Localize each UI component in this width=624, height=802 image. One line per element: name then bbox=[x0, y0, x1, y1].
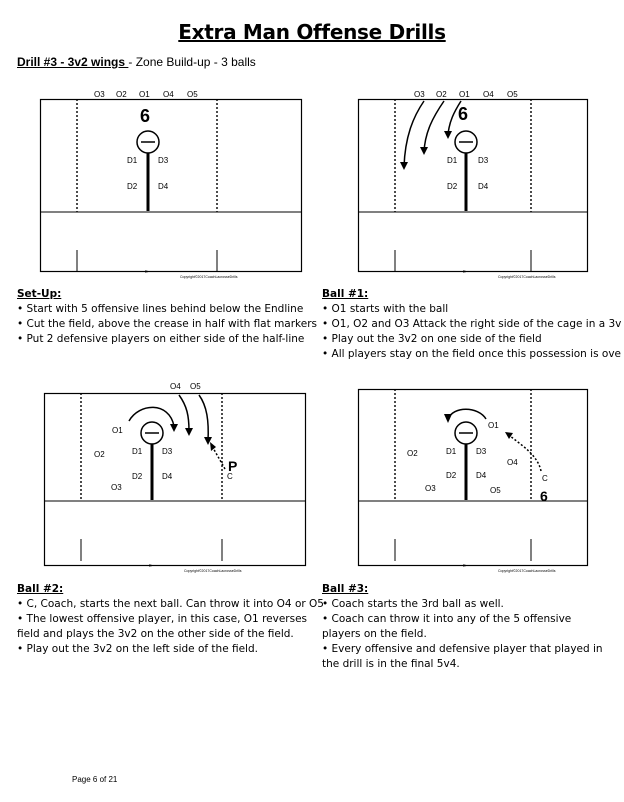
label-d1: D1 bbox=[132, 447, 143, 456]
label-d3: D3 bbox=[162, 447, 173, 456]
ball1-line: • O1, O2 and O3 Attack the right side of… bbox=[322, 318, 622, 330]
label-d4: D4 bbox=[478, 182, 489, 191]
ball1-line: • All players stay on the field once thi… bbox=[322, 348, 621, 360]
label-o4: O4 bbox=[170, 382, 181, 391]
copyright: Copyright©2017CoachLacrosseDrills bbox=[180, 275, 238, 279]
svg-text:x: x bbox=[149, 563, 152, 569]
ball2-line: • The lowest offensive player, in this c… bbox=[17, 613, 308, 640]
ball3-heading: Ball #3: bbox=[322, 583, 369, 595]
label-d1: D1 bbox=[127, 156, 138, 165]
label-o4: O4 bbox=[483, 90, 494, 99]
field-diagram-ball3: x O1 O2 D1 D3 O4 D2 D4 O3 O5 C 6 Copyrig… bbox=[357, 381, 589, 574]
field-diagram-ball2: x O4 O5 O1 O2 D1 D3 D2 D4 O3 C P Copyrig… bbox=[43, 381, 307, 574]
label-o5: O5 bbox=[187, 90, 198, 99]
ball3-block: Ball #3: • Coach starts the 3rd ball as … bbox=[322, 582, 612, 672]
label-d2: D2 bbox=[447, 182, 458, 191]
label-coach: C bbox=[542, 474, 548, 483]
handwritten-mark: 6 bbox=[458, 104, 468, 124]
label-d4: D4 bbox=[158, 182, 169, 191]
label-d4: D4 bbox=[162, 472, 173, 481]
copyright: Copyright©2017CoachLacrosseDrills bbox=[498, 569, 556, 573]
label-d2: D2 bbox=[127, 182, 138, 191]
ball3-line: • Coach starts the 3rd ball as well. bbox=[322, 598, 504, 610]
field-diagram-setup: x O3 O2 O1 O4 O5 6 D1 D3 D2 D4 Copyright… bbox=[39, 87, 303, 280]
label-d3: D3 bbox=[476, 447, 487, 456]
ball1-line: • O1 starts with the ball bbox=[322, 303, 449, 315]
label-d2: D2 bbox=[132, 472, 143, 481]
handwritten-mark: P bbox=[228, 458, 237, 474]
label-o5: O5 bbox=[490, 486, 501, 495]
handwritten-mark: 6 bbox=[140, 106, 150, 126]
label-o1: O1 bbox=[139, 90, 150, 99]
setup-line: • Cut the field, above the crease in hal… bbox=[17, 318, 317, 330]
label-o5: O5 bbox=[507, 90, 518, 99]
label-d2: D2 bbox=[446, 471, 457, 480]
label-d3: D3 bbox=[478, 156, 489, 165]
ball2-block: Ball #2: • C, Coach, starts the next bal… bbox=[17, 582, 324, 657]
label-o5: O5 bbox=[190, 382, 201, 391]
label-o3: O3 bbox=[94, 90, 105, 99]
label-coach: C bbox=[227, 472, 233, 481]
setup-line: • Put 2 defensive players on either side… bbox=[17, 333, 305, 345]
handwritten-mark: 6 bbox=[540, 488, 548, 504]
label-o3: O3 bbox=[425, 484, 436, 493]
copyright: Copyright©2017CoachLacrosseDrills bbox=[184, 569, 242, 573]
setup-heading: Set-Up: bbox=[17, 288, 62, 300]
label-d1: D1 bbox=[446, 447, 457, 456]
setup-line: • Start with 5 offensive lines behind be… bbox=[17, 303, 304, 315]
label-o1: O1 bbox=[488, 421, 499, 430]
field-diagram-ball1: x O3 O2 O1 O4 O5 6 D1 D3 D2 D4 Copyright… bbox=[357, 87, 589, 280]
label-o1: O1 bbox=[112, 426, 123, 435]
label-o1: O1 bbox=[459, 90, 470, 99]
ball3-line: • Coach can throw it into any of the 5 o… bbox=[322, 613, 572, 640]
drill-description: - Zone Build-up - 3 balls bbox=[128, 55, 256, 69]
copyright: Copyright©2017CoachLacrosseDrills bbox=[498, 275, 556, 279]
ball2-heading: Ball #2: bbox=[17, 583, 64, 595]
label-d3: D3 bbox=[158, 156, 169, 165]
page-number: Page 6 of 21 bbox=[72, 775, 118, 784]
svg-text:x: x bbox=[463, 269, 466, 275]
page-title: Extra Man Offense Drills bbox=[178, 20, 446, 44]
svg-text:x: x bbox=[145, 269, 148, 275]
label-d1: D1 bbox=[447, 156, 458, 165]
drill-name: Drill #3 - 3v2 wings bbox=[17, 55, 129, 69]
svg-text:x: x bbox=[463, 563, 466, 569]
label-o3: O3 bbox=[111, 483, 122, 492]
setup-block: Set-Up: • Start with 5 offensive lines b… bbox=[17, 287, 317, 347]
ball1-heading: Ball #1: bbox=[322, 288, 369, 300]
label-d4: D4 bbox=[476, 471, 487, 480]
ball3-line: • Every offensive and defensive player t… bbox=[322, 643, 603, 670]
ball2-line: • C, Coach, starts the next ball. Can th… bbox=[17, 598, 324, 610]
label-o3: O3 bbox=[414, 90, 425, 99]
label-o4: O4 bbox=[507, 458, 518, 467]
ball1-line: • Play out the 3v2 on one side of the fi… bbox=[322, 333, 542, 345]
label-o2: O2 bbox=[436, 90, 447, 99]
label-o4: O4 bbox=[163, 90, 174, 99]
ball1-block: Ball #1: • O1 starts with the ball • O1,… bbox=[322, 287, 622, 362]
label-o2: O2 bbox=[407, 449, 418, 458]
drill-subtitle: Drill #3 - 3v2 wings - Zone Build-up - 3… bbox=[17, 55, 256, 69]
label-o2: O2 bbox=[116, 90, 127, 99]
ball2-line: • Play out the 3v2 on the left side of t… bbox=[17, 643, 258, 655]
label-o2: O2 bbox=[94, 450, 105, 459]
